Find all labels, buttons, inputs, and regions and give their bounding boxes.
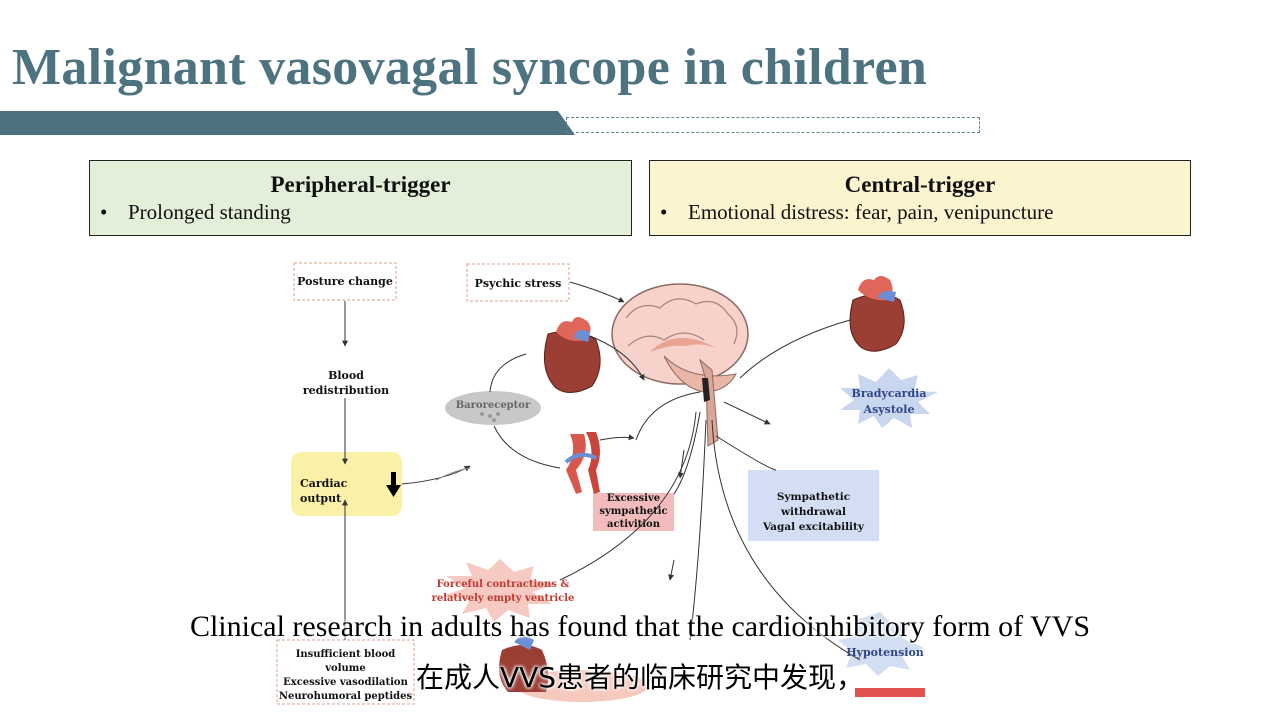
title-underline-dashed xyxy=(566,117,980,133)
insufficient-blood-volume-label: Insufficient blood volume Excessive vaso… xyxy=(278,649,413,702)
central-trigger-heading: Central-trigger xyxy=(844,172,996,197)
down-arrow-icon xyxy=(386,472,401,497)
baroreceptor-ellipse xyxy=(445,391,541,425)
artery-icon xyxy=(564,432,600,494)
bullet-icon: • xyxy=(660,200,668,224)
blood-redistribution-label: Blood redistribution xyxy=(302,369,390,397)
peripheral-trigger-box: Peripheral-trigger •Prolonged standing xyxy=(89,160,632,236)
cardiac-output-label: Cardiac output xyxy=(300,477,348,505)
slide-title: Malignant vasovagal syncope in children xyxy=(12,39,928,96)
central-trigger-box: Central-trigger •Emotional distress: fea… xyxy=(649,160,1191,236)
hypotension-label: Hypotension xyxy=(846,646,924,659)
subtitle-english: Clinical research in adults has found th… xyxy=(189,610,1091,643)
sympathetic-withdrawal-label: Sympathetic withdrawal Vagal excitabilit… xyxy=(762,491,864,533)
mechanoreceptor-ellipse xyxy=(516,670,648,702)
excessive-sympathetic-label: Excessive sympathetic activition xyxy=(599,493,668,530)
psychic-stress-label: Psychic stress xyxy=(474,277,562,290)
cardiac-output-box xyxy=(291,452,402,516)
insufficient-box xyxy=(276,639,415,705)
central-trigger-bullet: •Emotional distress: fear, pain, venipun… xyxy=(660,200,1054,224)
brain-icon xyxy=(611,283,749,447)
heart-icon xyxy=(499,636,549,692)
peripheral-trigger-bullet: •Prolonged standing xyxy=(100,200,291,224)
heart-icon xyxy=(543,317,601,393)
forceful-contractions-label: Forceful contractions & relatively empty… xyxy=(431,579,575,604)
psychic-stress-box xyxy=(466,263,570,302)
peripheral-trigger-heading: Peripheral-trigger xyxy=(270,172,451,197)
bullet-icon: • xyxy=(100,200,108,224)
subtitle-chinese: 在成人VVS患者的临床研究中发现， xyxy=(415,661,865,694)
posture-change-label: Posture change xyxy=(297,275,393,288)
heart-icon xyxy=(849,276,905,352)
title-underline-bar xyxy=(0,111,575,135)
baroreceptor-label: Baroreceptor xyxy=(455,400,531,411)
posture-change-box xyxy=(293,262,397,301)
bradycardia-label: Bradycardia Asystole xyxy=(851,387,927,416)
bradycardia-starburst xyxy=(840,368,938,428)
red-bar xyxy=(855,688,925,697)
sympathetic-withdrawal-box xyxy=(748,470,879,541)
forceful-starburst xyxy=(442,559,556,622)
excessive-sympathetic-box xyxy=(593,493,674,531)
